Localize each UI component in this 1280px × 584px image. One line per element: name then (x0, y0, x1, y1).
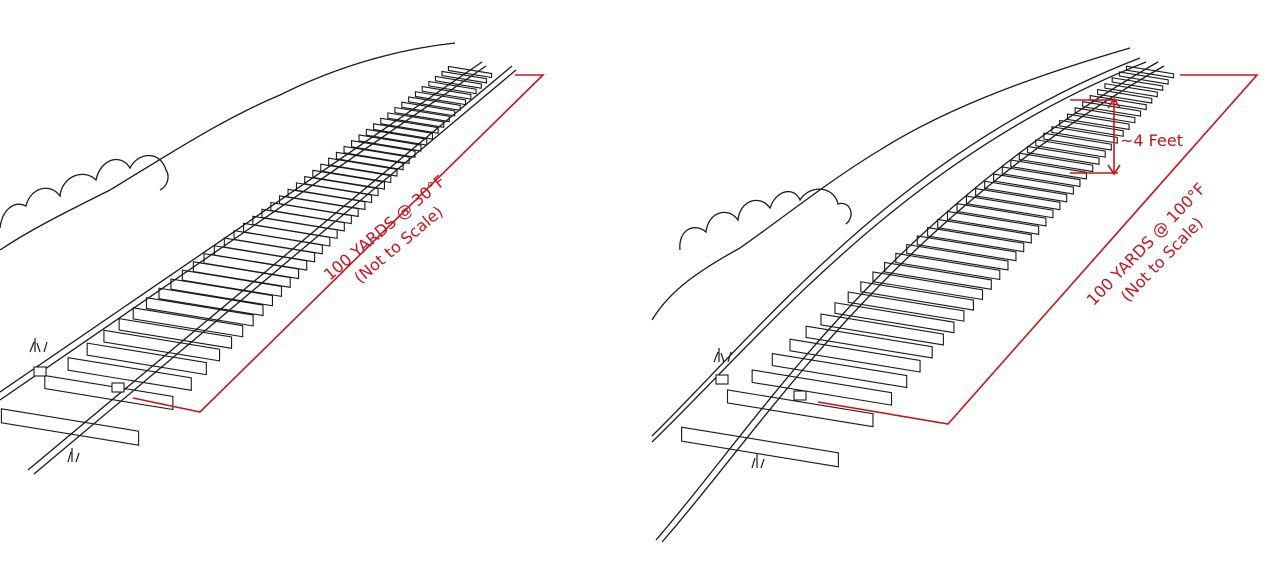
railroad-tie (1, 409, 138, 445)
right-ties (682, 66, 1174, 467)
rail-joint (112, 383, 124, 392)
rail (34, 70, 516, 474)
right-grass-tuft (714, 348, 731, 362)
rail-joint (34, 367, 46, 376)
left-grass-tuft (68, 448, 79, 462)
right-label-group: 100 YARDS @ 100°F (Not to Scale) (1083, 179, 1225, 324)
rail (28, 66, 512, 470)
right-bushes (680, 189, 851, 250)
right-grass-tuft (752, 454, 764, 468)
right-panel: ~4 Feet 100 YARDS @ 100°F (Not to Scale) (652, 48, 1257, 542)
left-panel: 100 YARDS @ 30°F (Not to Scale) (0, 43, 543, 474)
railroad-tie (682, 427, 839, 467)
right-length-label: 100 YARDS @ 100°F (1083, 179, 1210, 309)
left-grass-tuft (30, 338, 47, 352)
rail-joint (794, 391, 806, 400)
left-ties (1, 66, 491, 445)
left-bushes (0, 156, 168, 229)
rail-joint (716, 375, 728, 384)
right-offset-label: ~4 Feet (1120, 131, 1183, 150)
